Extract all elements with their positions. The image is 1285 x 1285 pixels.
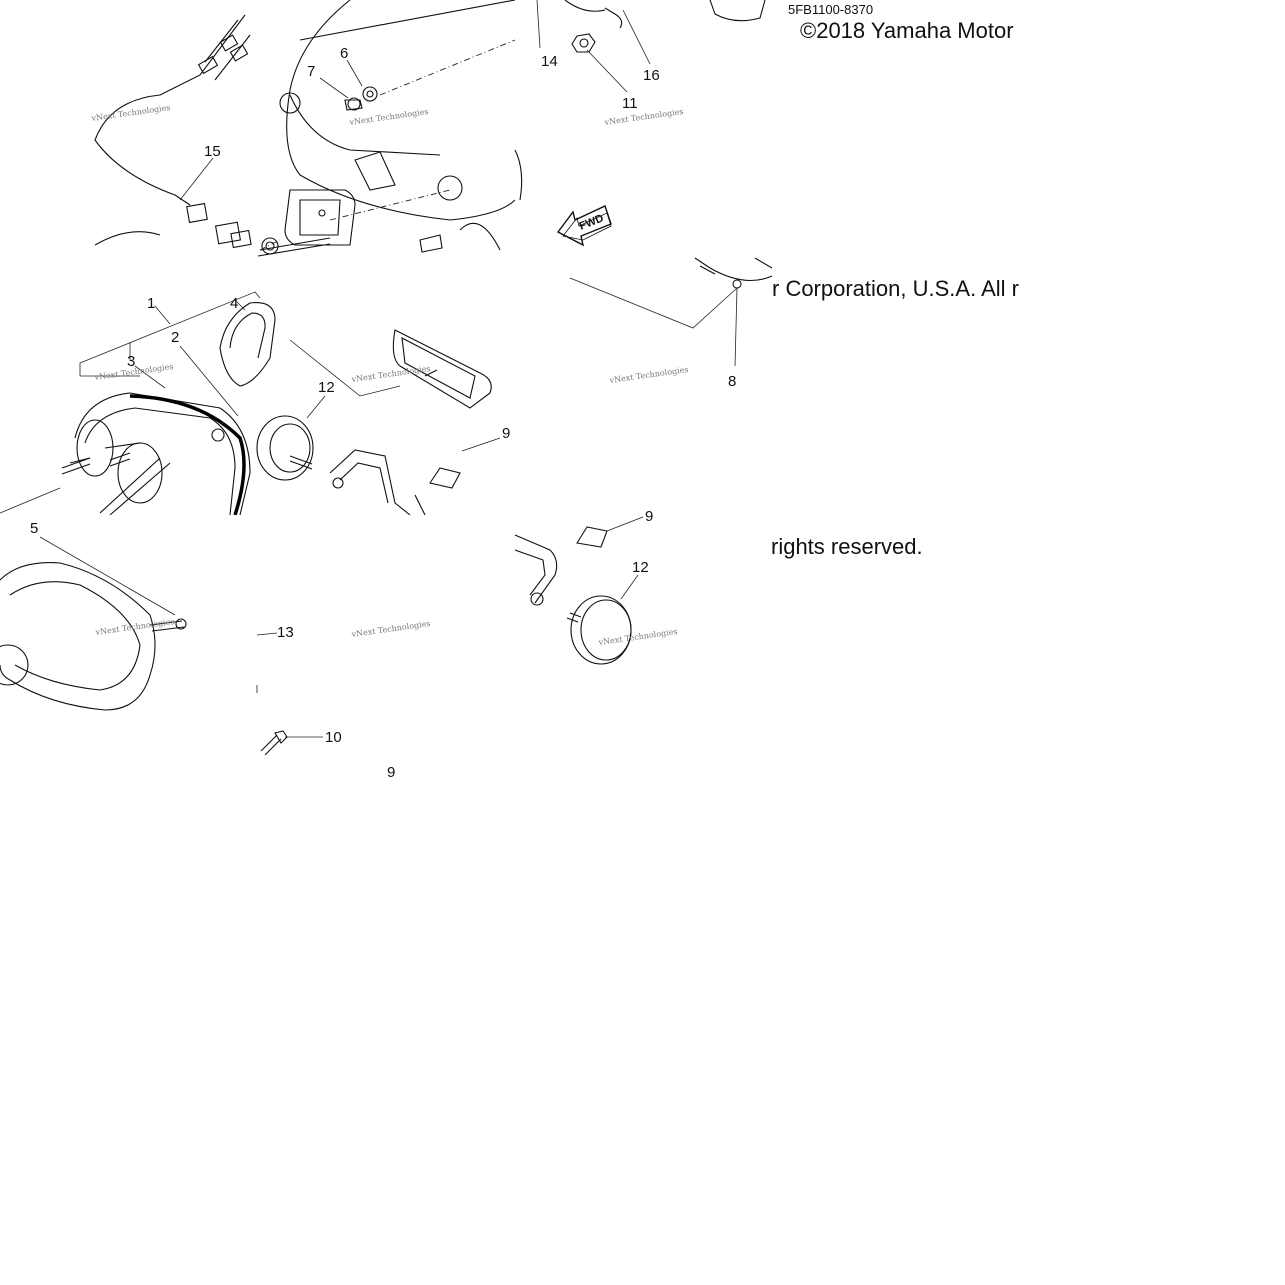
watermark: vNext Technologies [350, 364, 431, 384]
reflector-icon [256, 415, 314, 481]
callout-13: 13 [277, 624, 294, 641]
diagram-tile-hardware: 13 10 9 vNext Technologies [256, 515, 515, 781]
callout-8: 8 [728, 373, 736, 390]
callout-16: 16 [643, 67, 660, 84]
diagram-tile-housing: 6 7 15 vNext Technologies vNext Technolo… [0, 0, 538, 258]
nut-icon [571, 33, 596, 53]
callout-4: 4 [230, 295, 238, 312]
callout-7: 7 [307, 63, 315, 80]
callout-5: 5 [30, 520, 38, 537]
callout-11: 11 [622, 95, 638, 112]
callout-2: 2 [171, 329, 179, 346]
bracket-icon [329, 449, 461, 516]
diagram-tile-side-reflector: 5 vNext Technologies [0, 515, 257, 772]
watermark: vNext Technologies [94, 617, 175, 637]
lens-housing-icon [69, 392, 251, 516]
watermark: vNext Technologies [348, 107, 429, 127]
reflector-icon [566, 595, 632, 665]
bracket-icon [514, 526, 608, 606]
watermark: vNext Technologies [608, 365, 689, 385]
diagram-tile-rear-reflector: 9 12 vNext Technologies [514, 508, 772, 772]
diagram-tile-lens: 1 4 2 3 12 9 vNext Technologies vNext Te… [0, 258, 515, 516]
watermark: vNext Technologies [603, 107, 684, 127]
callout-9: 9 [502, 425, 510, 442]
callout-9: 9 [645, 508, 653, 525]
part-code: 5FB1100-8370 [788, 2, 874, 17]
callout-10: 10 [325, 729, 342, 746]
housing-body-icon [94, 0, 516, 257]
callout-14: 14 [541, 53, 558, 70]
copyright-line-2: r Corporation, U.S.A. All r [772, 276, 1019, 301]
screw-icon [260, 730, 288, 756]
callout-3: 3 [127, 353, 135, 370]
watermark: vNext Technologies [350, 619, 431, 639]
gasket-icon [129, 394, 246, 516]
wire-harness-icon [94, 14, 252, 249]
bolt-icon [61, 452, 131, 475]
copyright-line-3: rights reserved. [771, 534, 923, 559]
diagram-tile-mount: 8 vNext Technologies [515, 257, 773, 515]
diagram-tile-bracket: FWD 14 16 11 vNext Technologies [514, 0, 772, 258]
callout-12: 12 [632, 559, 649, 576]
watermark: vNext Technologies [597, 627, 678, 647]
callout-12: 12 [318, 379, 335, 396]
copyright-line-1: ©2018 Yamaha Motor [800, 18, 1014, 43]
fwd-arrow-icon: FWD [556, 205, 612, 247]
callout-6: 6 [340, 45, 348, 62]
watermark: vNext Technologies [90, 103, 171, 123]
side-reflector-icon [0, 562, 187, 711]
assembly-lines [259, 39, 516, 251]
callout-1: 1 [147, 295, 155, 312]
callout-9: 9 [387, 764, 395, 781]
callout-15: 15 [204, 143, 221, 160]
